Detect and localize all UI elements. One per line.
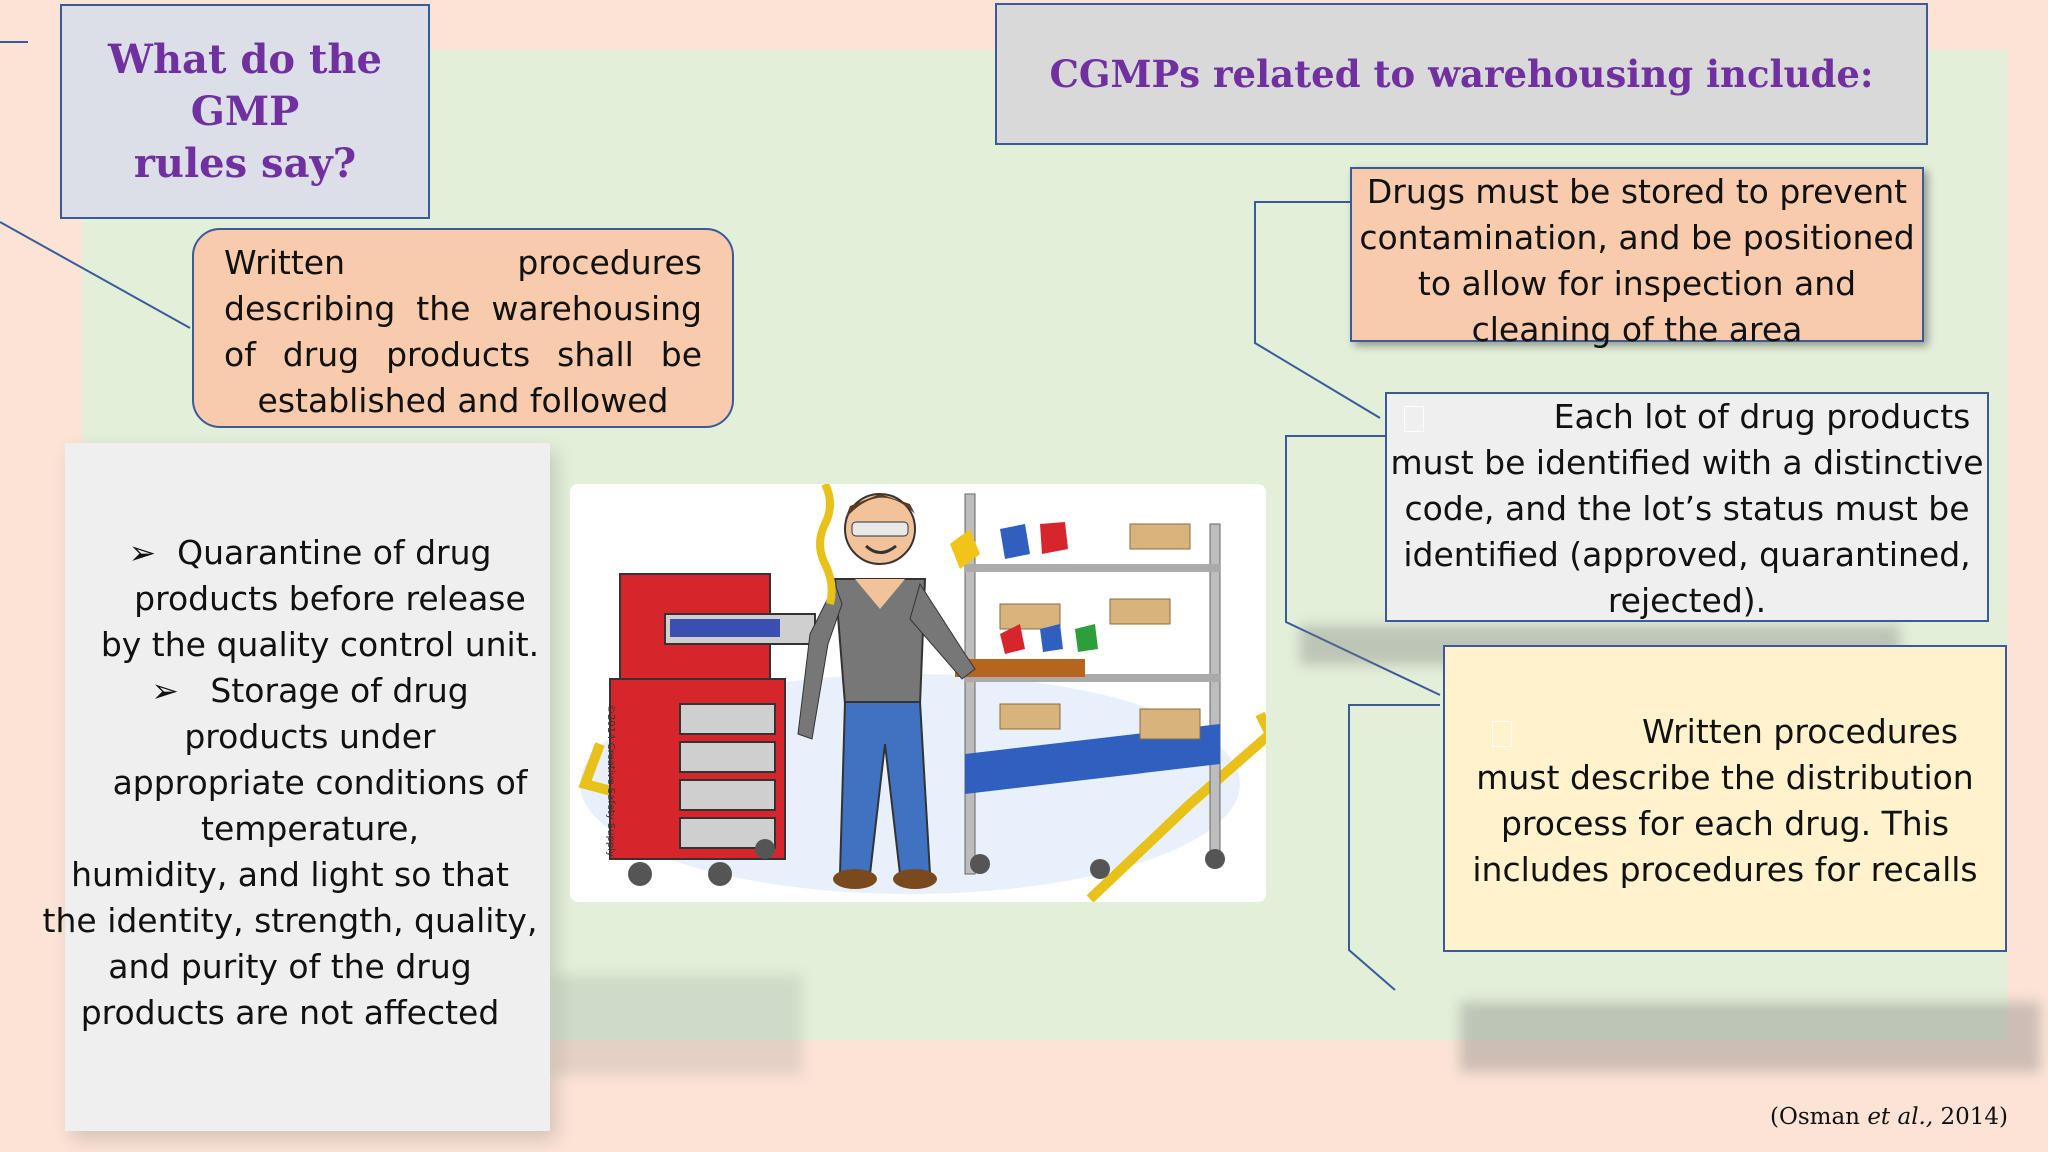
- warehouse-worker-illustration: ©2014 Creative Safety Supply: [570, 484, 1266, 902]
- arrow-bullet-icon: ➢: [151, 671, 179, 710]
- title-line-1: What do the GMP: [108, 35, 382, 135]
- shadow-grey: [552, 975, 802, 1075]
- storage-panel: [65, 443, 550, 1131]
- text-line: identified (approved, quarantined,: [1403, 535, 1971, 574]
- arrow-bullet-icon: ➢: [128, 533, 157, 572]
- illustration-copyright: ©2014 Creative Safety Supply: [605, 704, 616, 857]
- list-line: humidity, and light so that: [71, 855, 509, 894]
- list-line: products under: [184, 717, 436, 756]
- missing-glyph-icon: [1403, 405, 1424, 432]
- list-line: products are not affected: [80, 993, 500, 1032]
- text-line: code, and the lot’s status must be: [1404, 489, 1970, 528]
- storage-list: ➢ Quarantine of drug products before rel…: [43, 530, 548, 1036]
- text-line: to allow for inspection and: [1417, 264, 1857, 303]
- list-line: temperature,: [201, 809, 419, 848]
- list-item: ➢ Storage of drug: [151, 671, 469, 710]
- text-line: rejected).: [1607, 581, 1767, 620]
- text-line: Written procedures: [1641, 712, 1959, 751]
- text-line: must describe the distribution: [1476, 758, 1974, 797]
- list-line: the identity, strength, quality,: [42, 901, 538, 940]
- text-line: Each lot of drug products: [1553, 397, 1971, 436]
- list-item: ➢ Quarantine of drug: [128, 533, 492, 572]
- lot-identification-box: Each lot of drug products must be identi…: [1385, 392, 1989, 622]
- text-line: process for each drug. This: [1500, 804, 1950, 843]
- title-line-2: rules say?: [133, 139, 357, 187]
- list-line: by the quality control unit.: [100, 625, 540, 664]
- text-line: includes procedures for recalls: [1472, 850, 1978, 889]
- missing-glyph-icon: [1491, 720, 1512, 747]
- section-header: CGMPs related to warehousing include:: [995, 3, 1928, 145]
- text-line: contamination, and be positioned: [1359, 218, 1915, 257]
- text-line: must be identified with a distinctive: [1390, 443, 1984, 482]
- list-line: appropriate conditions of: [112, 763, 528, 802]
- text-line: cleaning of the area: [1471, 310, 1803, 349]
- list-line: and purity of the drug: [108, 947, 472, 986]
- shadow-written: [1460, 1002, 2040, 1072]
- list-line: products before release: [134, 579, 526, 618]
- storage-requirement-box: Drugs must be stored to prevent contamin…: [1350, 167, 1924, 349]
- text-line: Drugs must be stored to prevent: [1366, 172, 1908, 211]
- procedures-box: Written procedures describing the wareho…: [192, 228, 734, 428]
- citation: (Osman et al., 2014): [1770, 1104, 2008, 1130]
- distribution-procedures-box: Written procedures must describe the dis…: [1443, 645, 2007, 952]
